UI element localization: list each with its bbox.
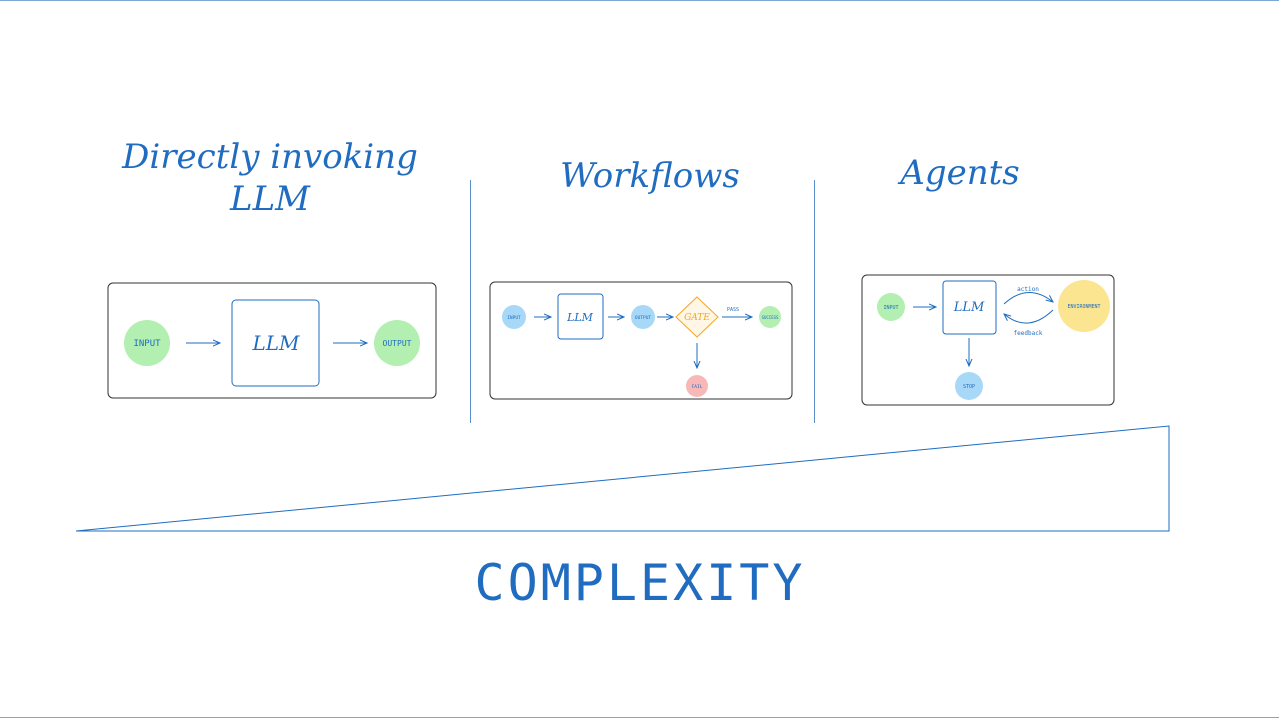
diagram-frame	[107, 282, 437, 399]
input-node	[502, 305, 526, 329]
input-label: INPUT	[883, 305, 898, 311]
complexity-label: COMPLEXITY	[474, 554, 806, 612]
action-label: action	[1017, 286, 1039, 293]
fail-label: FAIL	[692, 384, 703, 390]
top-border-line	[0, 0, 1279, 1]
stop-label: STOP	[963, 384, 975, 390]
input-node	[877, 293, 905, 321]
llm-label: LLM	[953, 300, 985, 315]
complexity-wedge	[75, 425, 1170, 532]
direct-llm-diagram: INPUT LLM OUTPUT	[107, 282, 437, 399]
output-node	[631, 305, 655, 329]
output-label: OUTPUT	[383, 339, 412, 348]
bottom-border-line	[0, 717, 1279, 718]
success-label: SUCCESS	[762, 315, 779, 320]
llm-box	[231, 299, 320, 387]
output-node	[374, 320, 420, 366]
llm-label: LLM	[251, 331, 300, 355]
environment-label: ENVIRONMENT	[1067, 304, 1100, 310]
input-label: INPUT	[507, 315, 521, 321]
heading-directly-invoking-llm: Directly invoking LLM	[122, 137, 418, 219]
feedback-arrow	[1004, 309, 1054, 324]
output-label: OUTPUT	[635, 315, 652, 321]
section-divider	[470, 180, 471, 423]
input-node	[124, 320, 170, 366]
stop-node	[955, 372, 983, 400]
llm-box	[942, 280, 997, 335]
agent-diagram: INPUT LLM action feedback ENVIRONMENT ST…	[861, 274, 1115, 406]
section-divider	[814, 180, 815, 423]
fail-node	[686, 375, 708, 397]
heading-workflows: Workflows	[560, 156, 740, 196]
workflow-diagram: INPUT LLM OUTPUT GATE PASS SUCCESS FAIL	[489, 281, 793, 400]
feedback-label: feedback	[1014, 330, 1043, 337]
diagram-frame	[489, 281, 793, 400]
pass-label: PASS	[727, 307, 739, 313]
gate-diamond	[675, 296, 719, 338]
gate-label: GATE	[684, 313, 710, 323]
heading-agents: Agents	[900, 153, 1020, 193]
llm-box	[557, 293, 604, 340]
action-arrow	[1003, 292, 1053, 305]
environment-node	[1058, 280, 1110, 332]
llm-label: LLM	[566, 311, 594, 324]
input-label: INPUT	[133, 339, 161, 349]
diagram-frame	[861, 274, 1115, 406]
success-node	[759, 306, 781, 328]
